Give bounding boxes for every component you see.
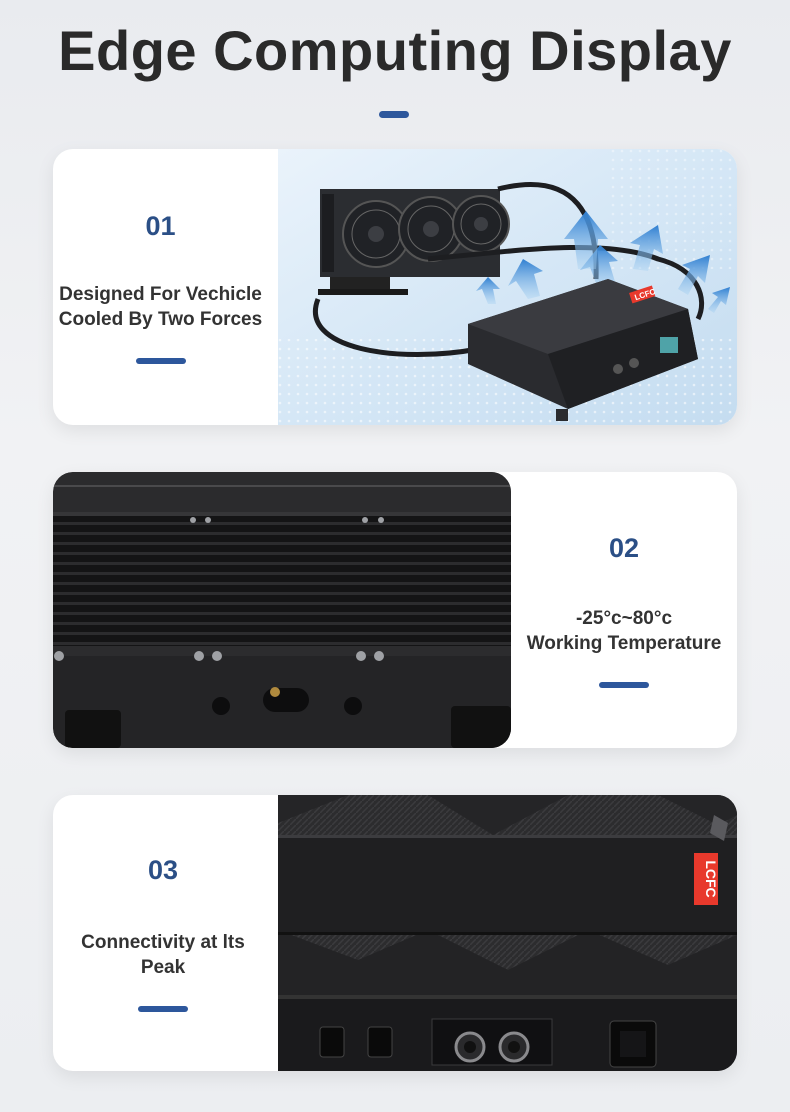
- airflow-arrows-icon: [476, 211, 730, 313]
- feature-card-cooling: 01 Designed For Vechicle Cooled By Two F…: [53, 149, 737, 425]
- lcfc-logo-icon: LCFC: [694, 853, 719, 905]
- page-title: Edge Computing Display: [58, 19, 732, 82]
- feature-line-1: Designed For Vechicle: [59, 283, 262, 305]
- feature-card-connectivity: 03 Connectivity at lts Peak: [53, 795, 737, 1071]
- radiator-icon: [318, 189, 510, 295]
- feature-number: 01: [145, 210, 176, 241]
- feature-line-1: -25°c~80°c: [575, 607, 673, 629]
- device-ports-image: LCFC: [278, 795, 737, 1071]
- title-accent-bar: [379, 111, 409, 118]
- feature-accent-bar: [138, 1005, 188, 1012]
- feature-number: 03: [147, 854, 179, 885]
- feature-accent-bar: [135, 357, 186, 364]
- feature-text-connectivity: 03 Connectivity at lts Peak: [53, 795, 273, 1071]
- port-icon: [319, 1018, 657, 1068]
- svg-text:LCFC: LCFC: [703, 860, 719, 897]
- feature-text-cooling: 01 Designed For Vechicle Cooled By Two F…: [53, 149, 268, 425]
- feature-description: -25°c~80°c Working Temperature: [514, 606, 734, 656]
- feature-line-2: Peak: [140, 956, 186, 978]
- feature-line-2: Working Temperature: [526, 632, 722, 654]
- feature-card-temperature: 02 -25°c~80°c Working Temperature: [53, 472, 737, 748]
- radiator-closeup-image: [53, 472, 511, 748]
- feature-accent-bar: [599, 681, 649, 688]
- feature-description: Designed For Vechicle Cooled By Two Forc…: [53, 282, 271, 332]
- cooling-system-image: LCFC: [278, 149, 737, 425]
- feature-line-1: Connectivity at lts: [81, 931, 245, 953]
- feature-number: 02: [608, 532, 640, 563]
- feature-text-temperature: 02 -25°c~80°c Working Temperature: [511, 472, 737, 748]
- feature-description: Connectivity at lts Peak: [53, 930, 273, 980]
- edge-device-icon: LCFC: [468, 279, 698, 421]
- feature-line-2: Cooled By Two Forces: [58, 308, 263, 330]
- screw-icon: [54, 517, 384, 661]
